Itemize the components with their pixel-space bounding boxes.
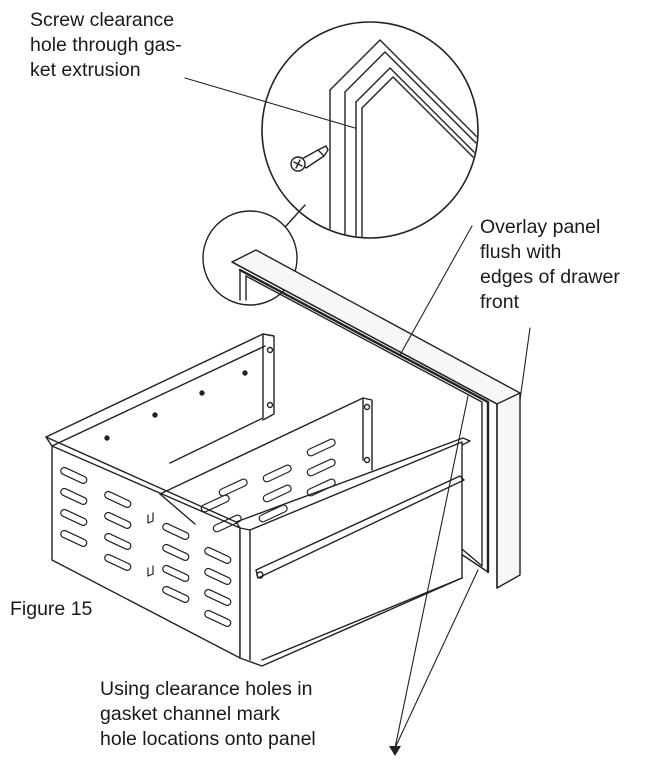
drawer-box bbox=[45, 333, 471, 667]
callout-screw-clearance: Screw clearance hole through gas- ket ex… bbox=[30, 8, 182, 83]
screw-icon bbox=[290, 145, 329, 172]
detail-magnifier-circle bbox=[261, 21, 479, 239]
leader-lines bbox=[184, 77, 531, 749]
overlay-panel bbox=[231, 249, 521, 589]
figure-label: Figure 15 bbox=[10, 598, 93, 620]
callout-line: Using clearance holes in bbox=[100, 678, 313, 700]
detail-source-circle bbox=[202, 210, 298, 306]
leader-arrowhead bbox=[389, 746, 401, 756]
magnifier-connector bbox=[285, 204, 306, 227]
callout-line: ket extrusion bbox=[30, 59, 141, 81]
callout-clearance-holes: Using clearance holes in gasket channel … bbox=[100, 677, 316, 752]
leader-screw-clearance bbox=[184, 77, 356, 129]
callout-line: Screw clearance bbox=[30, 9, 175, 31]
callout-line: edges of drawer bbox=[480, 266, 620, 288]
callout-line: flush with bbox=[480, 241, 562, 263]
callout-line: gasket channel mark bbox=[100, 703, 280, 725]
leader-clearance-hole-2 bbox=[394, 569, 479, 749]
callout-line: front bbox=[480, 291, 520, 313]
callout-line: hole locations onto panel bbox=[100, 728, 316, 750]
callout-line: hole through gas- bbox=[30, 34, 182, 56]
leader-overlay-panel-side bbox=[519, 327, 531, 401]
callout-overlay-panel: Overlay panel flush with edges of drawer… bbox=[480, 215, 620, 315]
leader-overlay-panel-top bbox=[399, 225, 473, 356]
leader-clearance-hole-1 bbox=[394, 395, 469, 749]
callout-line: Overlay panel bbox=[480, 216, 601, 238]
